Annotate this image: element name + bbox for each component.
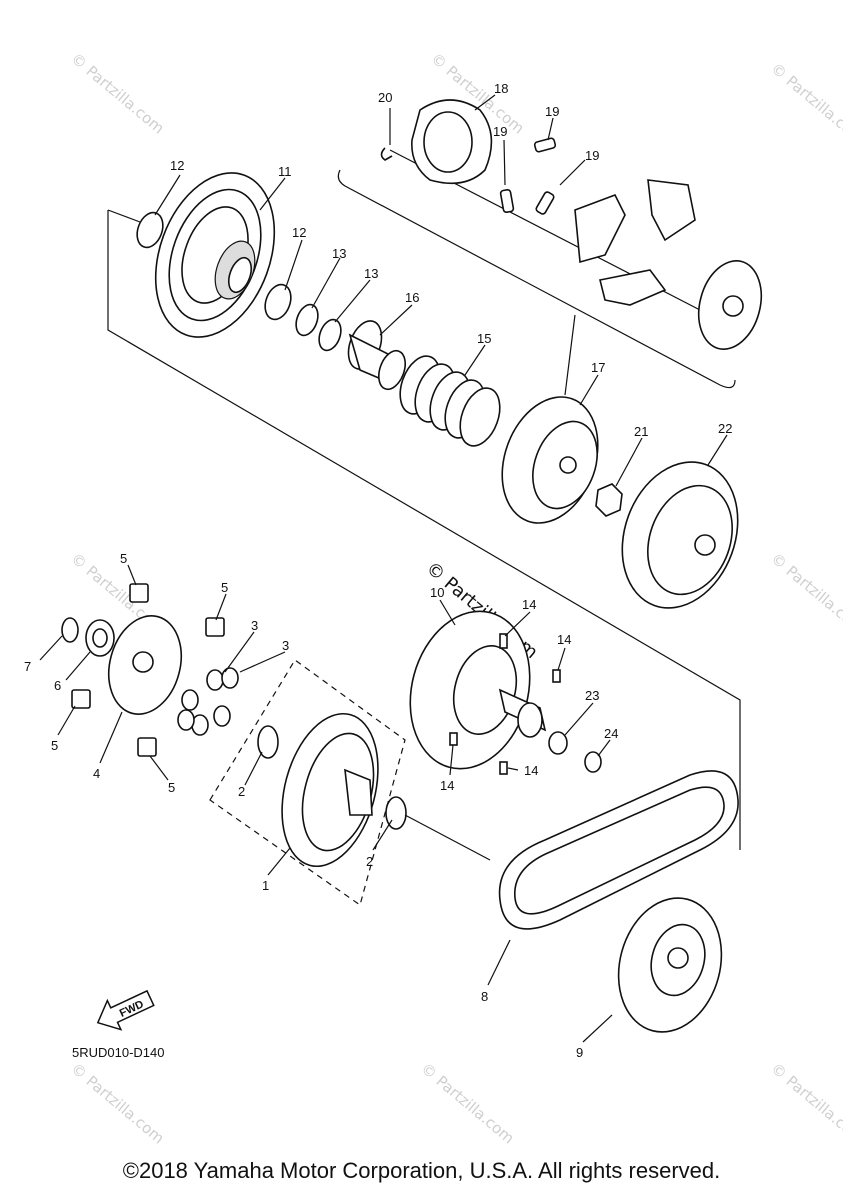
weight-rollers: [177, 667, 239, 736]
watermark: © Partzilla.com: [417, 1059, 517, 1147]
slider: [137, 737, 157, 757]
primary-sheave-group: [209, 659, 406, 906]
callout-14d: 14: [524, 763, 538, 778]
clutch-plate: [411, 99, 493, 185]
o-ring-13b: [318, 318, 342, 352]
leader-lines: [39, 94, 728, 1043]
clutch-housing: [154, 172, 276, 338]
callout-10: 10: [430, 585, 444, 600]
diagram-code: 5RUD010-D140: [72, 1045, 165, 1060]
callout-4: 4: [93, 766, 100, 781]
callout-1: 1: [262, 878, 269, 893]
v-belt: [498, 770, 739, 930]
nut-24: [584, 751, 602, 773]
callout-7: 7: [24, 659, 31, 674]
callout-19a: 19: [493, 124, 507, 139]
watermark: © Partzilla.com: [67, 1059, 167, 1147]
callout-20: 20: [378, 90, 392, 105]
fan: [617, 897, 723, 1033]
washer-23: [548, 731, 568, 755]
callout-2a: 2: [238, 784, 245, 799]
callout-3b: 3: [282, 638, 289, 653]
callout-15: 15: [477, 331, 491, 346]
watermark: © Partzilla.com: [767, 549, 843, 637]
callout-23: 23: [585, 688, 599, 703]
callout-24: 24: [604, 726, 618, 741]
nut: [595, 483, 623, 517]
watermark: © Partzilla.com: [67, 49, 167, 137]
callout-12b: 12: [292, 225, 306, 240]
slider: [129, 583, 149, 603]
fwd-label: FWD: [118, 998, 146, 1019]
primary-sheave: [281, 712, 379, 868]
secondary-sheave: [409, 610, 547, 770]
watermark: © Partzilla.com: [767, 59, 843, 147]
callout-5d: 5: [168, 780, 175, 795]
compression-spring: [399, 355, 501, 447]
callout-19b: 19: [545, 104, 559, 119]
callout-22: 22: [718, 421, 732, 436]
callout-13b: 13: [364, 266, 378, 281]
callout-14c: 14: [440, 778, 454, 793]
seal-2a: [257, 725, 279, 759]
callout-5b: 5: [221, 580, 228, 595]
callout-labels: 20 18 19 19 19 12 11 12 13 13 16 15 17 2…: [24, 81, 732, 1060]
oil-seal-12b: [264, 283, 292, 321]
callout-17: 17: [591, 360, 605, 375]
o-ring-7: [61, 617, 79, 643]
callout-6: 6: [54, 678, 61, 693]
callout-16: 16: [405, 290, 419, 305]
callout-8: 8: [481, 989, 488, 1004]
clutch-plate-hub: [697, 260, 763, 350]
bearing-6: [85, 619, 115, 657]
callout-11: 11: [278, 164, 292, 179]
callout-13a: 13: [332, 246, 346, 261]
cam: [108, 615, 182, 715]
callout-14b: 14: [557, 632, 571, 647]
copyright-notice: ©2018 Yamaha Motor Corporation, U.S.A. A…: [122, 1158, 721, 1183]
clutch-carrier: [501, 396, 599, 524]
clutch-shoes: [574, 179, 696, 306]
watermark: © Partzilla.com: [767, 1059, 843, 1147]
clutch-drum: [621, 461, 739, 609]
bolts-14: [449, 633, 561, 775]
callout-3a: 3: [251, 618, 258, 633]
o-ring-13a: [295, 303, 319, 337]
slider: [205, 617, 225, 637]
callout-5a: 5: [120, 551, 127, 566]
callout-2b: 2: [366, 854, 373, 869]
callout-12a: 12: [170, 158, 184, 173]
circlip: [380, 147, 393, 161]
callout-5c: 5: [51, 738, 58, 753]
slider: [71, 689, 91, 709]
callout-14a: 14: [522, 597, 536, 612]
callout-18: 18: [494, 81, 508, 96]
callout-19c: 19: [585, 148, 599, 163]
collar: [347, 320, 406, 391]
callout-9: 9: [576, 1045, 583, 1060]
callout-21: 21: [634, 424, 648, 439]
springs: [499, 137, 557, 215]
fwd-arrow-icon: FWD: [96, 989, 155, 1031]
